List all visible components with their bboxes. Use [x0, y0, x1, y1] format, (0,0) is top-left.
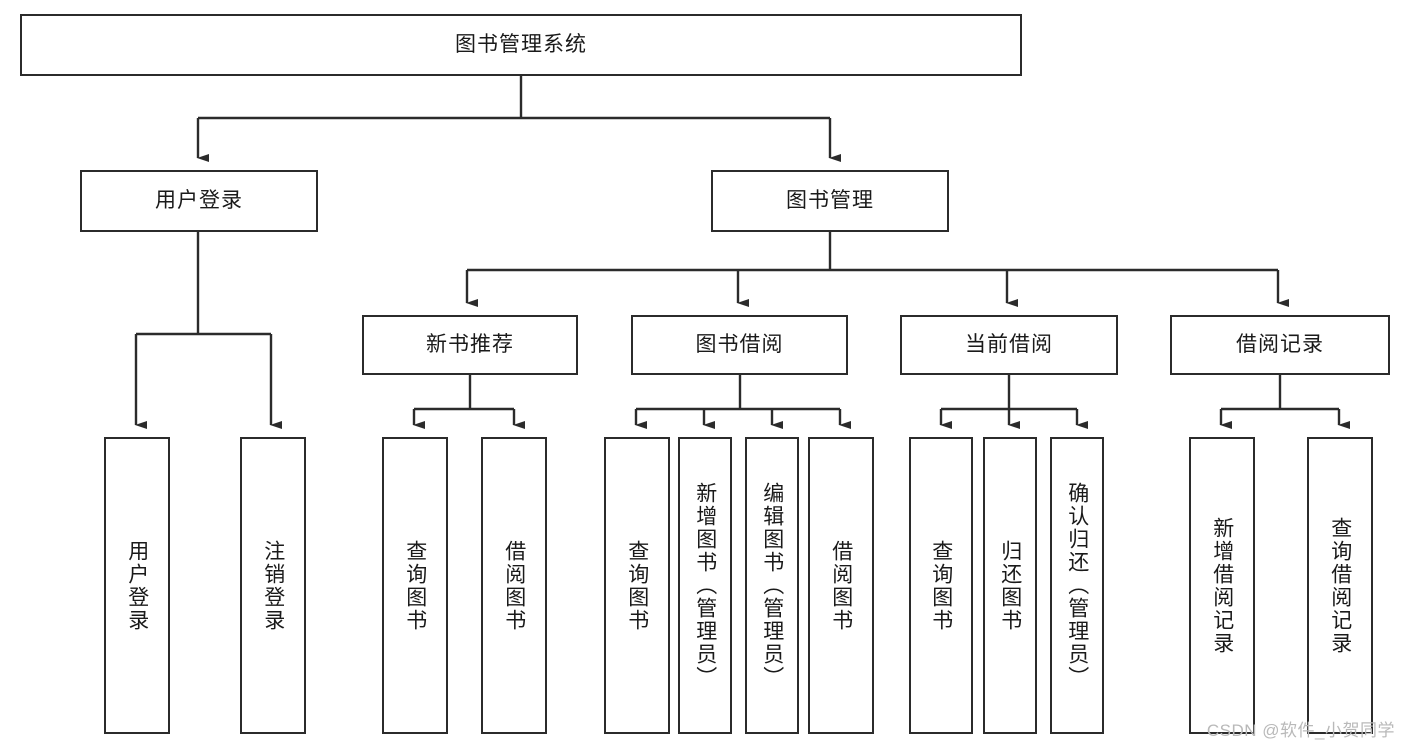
node-label: 借阅图书 [502, 539, 526, 632]
node-leaf-return-book[interactable]: 归还图书 [983, 437, 1037, 734]
node-label: 查询图书 [929, 539, 953, 632]
node-label: 查询借阅记录 [1328, 516, 1352, 655]
node-current-borrow[interactable]: 当前借阅 [900, 315, 1118, 375]
node-leaf-query-book-1[interactable]: 查询图书 [382, 437, 448, 734]
node-leaf-edit-book[interactable]: 编辑图书（管理员） [745, 437, 799, 734]
node-label: 新增借阅记录 [1210, 516, 1234, 655]
node-label: 新书推荐 [426, 332, 514, 356]
node-leaf-borrow-book-1[interactable]: 借阅图书 [481, 437, 547, 734]
node-new-book-rec[interactable]: 新书推荐 [362, 315, 578, 375]
node-label: 图书管理 [786, 188, 874, 212]
node-label: 用户登录 [125, 539, 149, 632]
node-leaf-add-book[interactable]: 新增图书（管理员） [678, 437, 732, 734]
node-root-system[interactable]: 图书管理系统 [20, 14, 1022, 76]
node-leaf-logout[interactable]: 注销登录 [240, 437, 306, 734]
node-label: 借阅记录 [1236, 332, 1324, 356]
node-label: 用户登录 [155, 188, 243, 212]
node-label: 归还图书 [998, 539, 1022, 632]
node-leaf-confirm-return[interactable]: 确认归还（管理员） [1050, 437, 1104, 734]
node-user-login[interactable]: 用户登录 [80, 170, 318, 232]
node-label: 注销登录 [261, 539, 285, 632]
node-leaf-query-book-2[interactable]: 查询图书 [604, 437, 670, 734]
node-label: 编辑图书（管理员） [760, 482, 784, 689]
csdn-watermark: CSDN @软件_小贺同学 [1206, 721, 1395, 740]
node-label: 确认归还（管理员） [1065, 482, 1089, 689]
node-label: 图书借阅 [695, 332, 784, 356]
node-leaf-add-record[interactable]: 新增借阅记录 [1189, 437, 1255, 734]
node-leaf-query-book-3[interactable]: 查询图书 [909, 437, 973, 734]
node-label: 查询图书 [403, 539, 427, 632]
node-label: 借阅图书 [829, 539, 853, 632]
node-label: 新增图书（管理员） [693, 482, 717, 689]
node-leaf-user-login[interactable]: 用户登录 [104, 437, 170, 734]
node-leaf-query-record[interactable]: 查询借阅记录 [1307, 437, 1373, 734]
node-book-borrow[interactable]: 图书借阅 [631, 315, 848, 375]
node-label: 查询图书 [625, 539, 649, 632]
node-borrow-record[interactable]: 借阅记录 [1170, 315, 1390, 375]
node-leaf-borrow-book-2[interactable]: 借阅图书 [808, 437, 874, 734]
node-label: 当前借阅 [965, 332, 1053, 356]
node-book-manage[interactable]: 图书管理 [711, 170, 949, 232]
node-label: 图书管理系统 [455, 32, 587, 56]
